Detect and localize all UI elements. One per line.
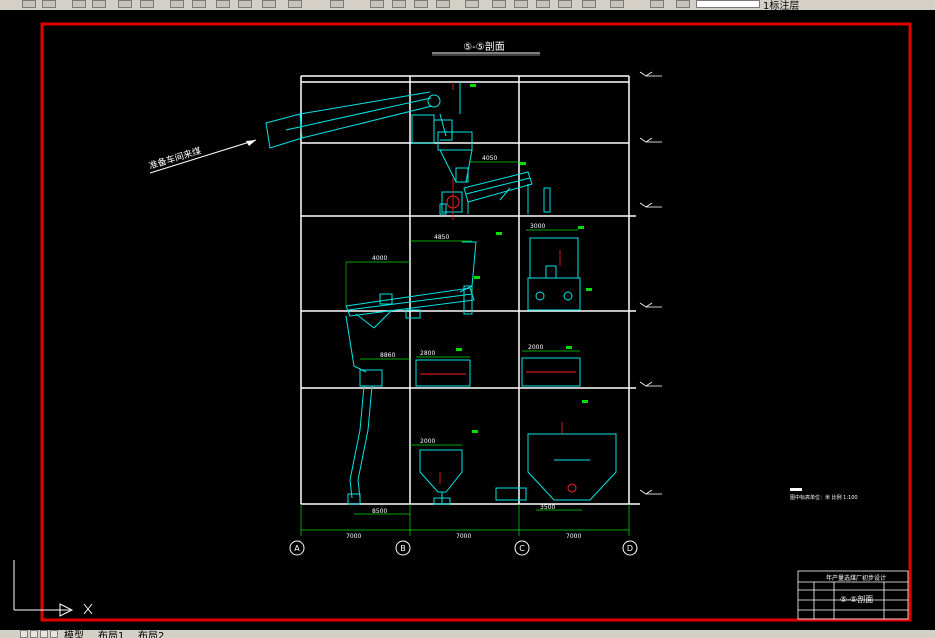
centerlines xyxy=(439,82,563,484)
open-icon[interactable] xyxy=(22,0,36,8)
level-markers xyxy=(639,71,662,495)
column-label-c: C xyxy=(519,544,525,553)
tab-prev-button[interactable] xyxy=(30,630,38,638)
tab-layout2[interactable]: 布局2 xyxy=(138,631,165,638)
zoom-window-icon[interactable] xyxy=(392,0,406,8)
dim-3500: 3500 xyxy=(540,504,555,511)
help-icon[interactable] xyxy=(610,0,624,8)
tab-last-button[interactable] xyxy=(50,630,58,638)
filter-equipment xyxy=(527,237,581,311)
ucs-icon xyxy=(13,560,93,617)
sheet-set-icon[interactable] xyxy=(558,0,572,8)
bay-width-ab: 7000 xyxy=(346,533,361,540)
dim-2000-a: 2000 xyxy=(528,344,543,351)
ground-equipment xyxy=(347,385,617,505)
column-label-b: B xyxy=(400,544,406,553)
pencil-icon[interactable] xyxy=(238,0,252,8)
column-axes xyxy=(289,540,638,556)
dim-8860: 8860 xyxy=(380,352,395,359)
preview-icon[interactable] xyxy=(92,0,106,8)
properties-icon[interactable] xyxy=(492,0,506,8)
print-icon[interactable] xyxy=(72,0,86,8)
floor3-equipment xyxy=(345,315,581,387)
incoming-coal-arrow: 准备车间来煤 xyxy=(147,139,257,174)
layer-state-icon[interactable] xyxy=(676,0,690,8)
zoom-extents-icon[interactable] xyxy=(436,0,450,8)
zoom-previous-icon[interactable] xyxy=(414,0,428,8)
undo-icon[interactable] xyxy=(262,0,276,8)
bay-width-bc: 7000 xyxy=(456,533,471,540)
layer-dropdown[interactable] xyxy=(696,0,760,8)
title-block-project: 年产量选煤厂初步设计 xyxy=(826,574,886,582)
title-block-name: ⑤-⑤剖面 xyxy=(840,594,873,604)
note-marker xyxy=(790,488,802,491)
incoming-coal-label: 准备车间来煤 xyxy=(147,145,202,172)
zoom-realtime-icon[interactable] xyxy=(370,0,384,8)
design-center-icon[interactable] xyxy=(514,0,528,8)
dim-4050: 4050 xyxy=(482,155,497,162)
tab-layout1[interactable]: 布局1 xyxy=(98,631,125,638)
layer-manager-icon[interactable] xyxy=(650,0,664,8)
cut-icon[interactable] xyxy=(118,0,132,8)
section-title: ⑤-⑤剖面 xyxy=(463,40,505,53)
equipment-tags xyxy=(456,84,592,433)
match-prop-icon[interactable] xyxy=(216,0,230,8)
bay-width-cd: 7000 xyxy=(566,533,581,540)
dim-2000-b: 2000 xyxy=(420,438,435,445)
model-space-canvas[interactable]: ⑤-⑤剖面 准备车间来煤 xyxy=(0,10,935,630)
zoom-icon[interactable] xyxy=(170,0,184,8)
drawing-note: 图中标高单位：米 比例 1:100 xyxy=(790,494,858,501)
dim-8500: 8500 xyxy=(372,508,387,515)
middle-screen xyxy=(345,241,477,329)
pan-icon[interactable] xyxy=(192,0,206,8)
dim-2800: 2800 xyxy=(420,350,435,357)
bottom-dimensions xyxy=(300,504,630,536)
upper-equipment xyxy=(411,82,473,183)
incoming-belt-conveyor xyxy=(265,91,441,149)
upper-screen xyxy=(439,171,551,215)
layout-tab-bar: 模型 布局1 布局2 xyxy=(0,630,935,638)
down-arrow-icon[interactable] xyxy=(288,0,302,8)
drawing-svg: ⑤-⑤剖面 准备车间来煤 xyxy=(13,22,912,622)
copy-icon[interactable] xyxy=(140,0,154,8)
text-style-icon[interactable] xyxy=(465,0,479,8)
calculator-icon[interactable] xyxy=(582,0,596,8)
tab-model[interactable]: 模型 xyxy=(64,631,84,638)
drawing-frame xyxy=(40,22,912,622)
column-label-d: D xyxy=(627,544,633,553)
dim-3000: 3000 xyxy=(530,223,545,230)
current-layer-label: 1标注层 xyxy=(763,1,800,11)
redo-icon[interactable] xyxy=(330,0,344,8)
tab-next-button[interactable] xyxy=(40,630,48,638)
column-label-a: A xyxy=(294,544,300,553)
dim-4000: 4000 xyxy=(372,255,387,262)
save-icon[interactable] xyxy=(42,0,56,8)
dim-4850: 4850 xyxy=(434,234,449,241)
tab-first-button[interactable] xyxy=(20,630,28,638)
tool-palette-icon[interactable] xyxy=(536,0,550,8)
title-block xyxy=(797,570,909,620)
